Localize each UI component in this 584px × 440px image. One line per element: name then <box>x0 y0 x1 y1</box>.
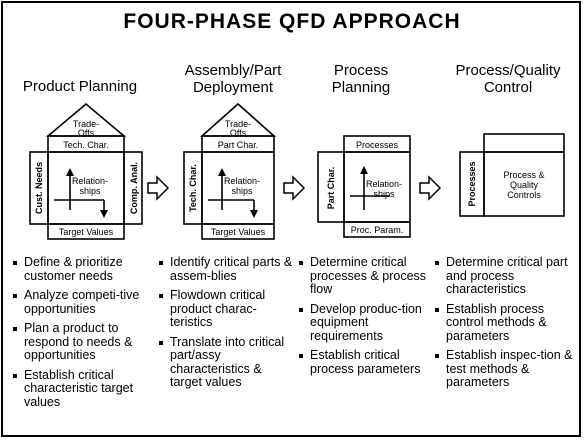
matrix-3 <box>317 135 411 238</box>
list-item: Determine critical part and process char… <box>434 255 578 297</box>
list-item: Establish critical characteristic target… <box>12 368 152 410</box>
house-2-center-label: Relation-ships <box>224 176 260 196</box>
house-1-bottom-section <box>47 223 125 240</box>
house-2-bottom-label: Target Values <box>211 227 266 237</box>
list-item: Establish inspec-tion & test methods & p… <box>434 348 578 390</box>
phase-4-bullets: Determine critical part and process char… <box>434 255 578 396</box>
matrix-3-bottom-label: Proc. Param. <box>351 225 404 235</box>
phase-1-heading-line1: Product Planning <box>22 78 138 95</box>
phase-4-heading-line1: Process/Quality <box>455 62 561 79</box>
phase-2-bullets: Identify critical parts & assem-blies Fl… <box>158 255 294 396</box>
phase-1-bullets: Define & prioritize customer needs Analy… <box>12 255 152 415</box>
matrix-4-left-label: Processes <box>467 161 477 206</box>
list-item: Determine critical processes & process f… <box>298 255 430 297</box>
house-1-bottom-label: Target Values <box>59 227 114 237</box>
house-1-center-label: Relation-ships <box>72 176 108 196</box>
house-2-roof-label: Trade-Offs <box>225 119 251 138</box>
page-title: FOUR-PHASE QFD APPROACH <box>123 10 461 33</box>
flow-arrow-3 <box>419 175 442 201</box>
flow-arrow-1 <box>147 175 170 201</box>
phase-2-heading-line1: Assembly/Part <box>184 62 282 79</box>
phase-3-heading-line1: Process <box>333 62 389 79</box>
phase-3-heading-line2: Planning <box>331 79 391 96</box>
matrix-3-left-label: Part Char. <box>326 167 336 210</box>
list-item: Flowdown critical product charac-teristi… <box>158 288 294 330</box>
list-item: Plan a product to respond to needs & opp… <box>12 321 152 363</box>
house-1-right-section <box>123 151 143 225</box>
phase-3-heading: Process Planning <box>306 62 416 96</box>
matrix-3-top-label: Processes <box>356 140 399 150</box>
house-2-left-label: Tech. Char. <box>188 164 198 212</box>
list-item: Establish critical process parameters <box>298 348 430 376</box>
list-item: Establish process control methods & para… <box>434 302 578 344</box>
house-1-right-label: Comp. Anal. <box>129 162 139 214</box>
house-1-left-label: Cust. Needs <box>34 162 44 214</box>
flow-arrow-2 <box>283 175 306 201</box>
house-1-top-label: Tech. Char. <box>63 140 109 150</box>
phase-2-heading-line2: Deployment <box>192 79 274 96</box>
house-1-roof-label: Trade-Offs <box>73 119 99 138</box>
list-item: Analyze competi-tive opportunities <box>12 288 152 316</box>
phase-2-heading: Assembly/Part Deployment <box>168 62 298 96</box>
phase-4-heading: Process/Quality Control <box>438 62 578 96</box>
list-item: Translate into critical part/assy charac… <box>158 335 294 390</box>
house-2-top-label: Part Char. <box>218 140 259 150</box>
house-of-quality-1 <box>29 102 143 240</box>
phase-3-bullets: Determine critical processes & process f… <box>298 255 430 382</box>
matrix-3-center-label: Relation-ships <box>366 179 402 199</box>
list-item: Develop produc-tion equipment requiremen… <box>298 302 430 344</box>
house-of-quality-2 <box>183 102 277 240</box>
list-item: Identify critical parts & assem-blies <box>158 255 294 283</box>
phase-4-heading-line2: Control <box>483 79 533 96</box>
phase-1-heading: Product Planning <box>10 78 150 95</box>
list-item: Define & prioritize customer needs <box>12 255 152 283</box>
matrix-4 <box>459 133 565 217</box>
